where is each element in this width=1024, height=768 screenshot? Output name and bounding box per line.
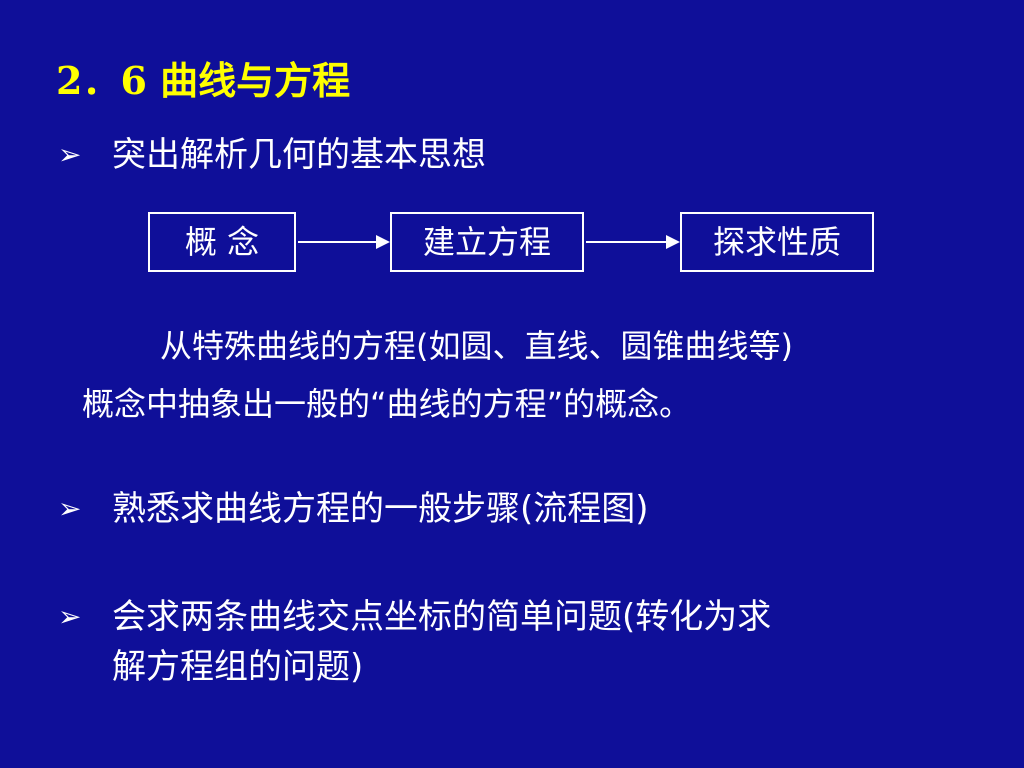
arrow-bullet-icon: ➢ (58, 138, 82, 171)
bullet-item-3: ➢ 会求两条曲线交点坐标的简单问题(转化为求 解方程组的问题) (58, 592, 771, 692)
bullet-item-2: ➢ 熟悉求曲线方程的一般步骤(流程图) (58, 484, 649, 534)
bullet-item-1: ➢ 突出解析几何的基本思想 (58, 130, 486, 180)
paragraph-line-2: 概念中抽象出一般的“曲线的方程”的概念。 (82, 385, 692, 423)
paragraph-line-1: 从特殊曲线的方程(如圆、直线、圆锥曲线等) (160, 327, 793, 365)
flow-arrow-right-icon (586, 235, 680, 249)
bullet-text: 突出解析几何的基本思想 (112, 135, 486, 175)
slide-title: 2．6 曲线与方程 (56, 58, 351, 103)
flow-box-concept: 概 念 (148, 212, 296, 272)
flow-box-explore-properties: 探求性质 (680, 212, 874, 272)
bullet-text: 会求两条曲线交点坐标的简单问题(转化为求 (112, 597, 772, 637)
arrow-bullet-icon: ➢ (58, 600, 82, 633)
bullet-text: 熟悉求曲线方程的一般步骤(流程图) (112, 489, 649, 529)
flow-arrow-right-icon (298, 235, 390, 249)
arrow-bullet-icon: ➢ (58, 492, 82, 525)
flow-box-build-equation: 建立方程 (390, 212, 584, 272)
bullet-text-continuation: 解方程组的问题) (112, 647, 364, 687)
